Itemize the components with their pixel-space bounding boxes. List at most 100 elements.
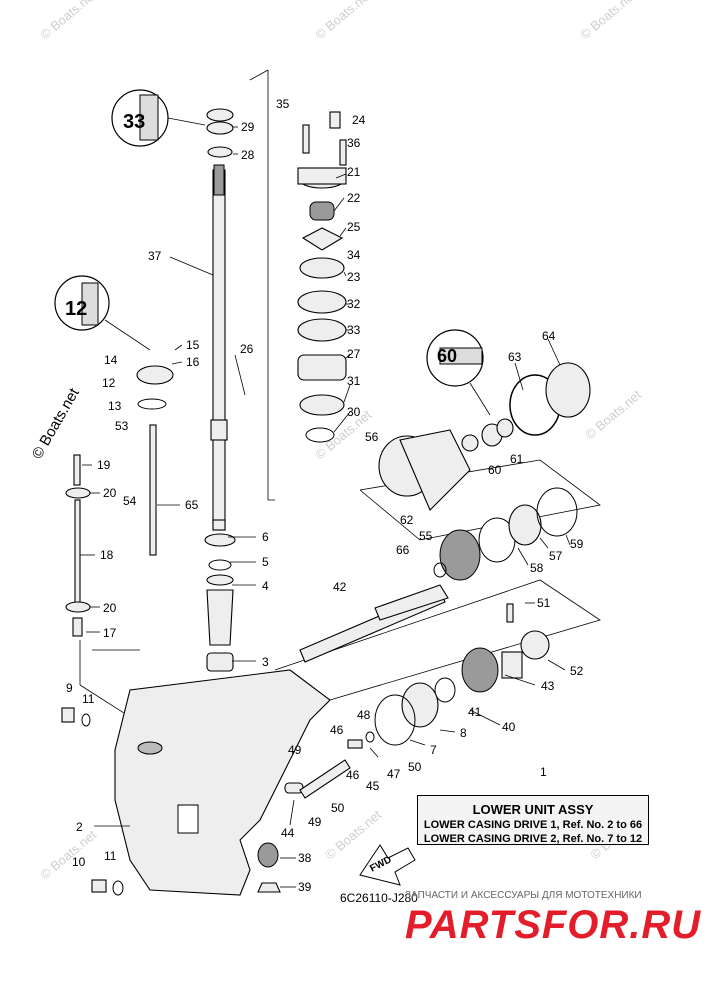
part-label: 18 — [100, 548, 114, 562]
water-pump-parts — [297, 111, 347, 443]
part-label: 41 — [468, 705, 482, 719]
legend-line: LOWER CASING DRIVE 1, Ref. No. 2 to 66 — [423, 819, 643, 831]
part-label: 3 — [262, 655, 269, 669]
part-label: 47 — [387, 767, 401, 781]
part-label: 50 — [408, 760, 422, 774]
part-label: 30 — [347, 405, 361, 419]
drive-shaft — [210, 164, 228, 531]
part-label: 26 — [240, 342, 254, 356]
part-label: 38 — [298, 851, 312, 865]
part-label: 25 — [347, 220, 361, 234]
fwd-arrow: FWD — [359, 844, 416, 886]
part-label: 44 — [281, 826, 295, 840]
part-label: 46 — [346, 768, 360, 782]
part-label: 24 — [352, 113, 366, 127]
part-label: 61 — [510, 452, 524, 466]
part-label: 46 — [330, 723, 344, 737]
svg-text:33: 33 — [123, 111, 145, 133]
part-label: 37 — [148, 249, 162, 263]
watermark-dark: © Boats.net — [29, 385, 83, 462]
part-label: 16 — [186, 355, 200, 369]
part-label: 52 — [570, 664, 584, 678]
svg-text:60: 60 — [437, 346, 457, 366]
part-label: 14 — [104, 353, 118, 367]
part-label: 39 — [298, 880, 312, 894]
leader-lines — [80, 126, 571, 888]
driveshaft-housing-parts — [204, 533, 236, 672]
part-label: 23 — [347, 270, 361, 284]
part-label: 6 — [262, 530, 269, 544]
part-label: 57 — [549, 549, 563, 563]
part-label: 28 — [241, 148, 255, 162]
watermark: © Boats.net — [37, 827, 99, 883]
part-label: 15 — [186, 338, 200, 352]
callout-60-61: 60 — [426, 329, 491, 416]
part-label: 42 — [333, 580, 347, 594]
part-label: 10 — [72, 855, 86, 869]
part-label: 34 — [347, 248, 361, 262]
part-label: 19 — [97, 458, 111, 472]
part-label: 27 — [347, 347, 361, 361]
callout-12-14: 12 — [54, 275, 151, 351]
watermark: © Boats.net — [312, 0, 374, 42]
legend-title: LOWER UNIT ASSY — [472, 802, 594, 817]
part-label: 36 — [347, 136, 361, 150]
part-label: 20 — [103, 601, 117, 615]
part-label: 11 — [104, 849, 117, 863]
part-label: 21 — [347, 165, 361, 179]
part-label: 48 — [357, 708, 371, 722]
watermark: © Boats.net — [37, 0, 99, 42]
part-label: 66 — [396, 543, 410, 557]
part-label: 20 — [103, 486, 117, 500]
part-label: 59 — [570, 537, 584, 551]
part-label: 65 — [185, 498, 199, 512]
part-label: 51 — [537, 596, 551, 610]
callout-29-30-33: 33 — [111, 89, 206, 147]
part-label: 49 — [308, 815, 322, 829]
part-label: 56 — [365, 430, 379, 444]
brand-tagline: ЗАПЧАСТИ И АКСЕССУАРЫ ДЛЯ МОТОТЕХНИКИ — [405, 890, 642, 901]
shift-rod-parts — [65, 365, 174, 637]
part-label: 12 — [102, 376, 116, 390]
part-label: 45 — [366, 779, 380, 793]
part-label: 63 — [508, 350, 522, 364]
part-label: 33 — [347, 323, 361, 337]
watermark: © Boats.net — [582, 387, 644, 443]
part-label: 35 — [276, 97, 290, 111]
part-label: 29 — [241, 120, 255, 134]
propeller-shaft-parts — [284, 362, 591, 799]
upper-bearing — [206, 108, 234, 158]
lower-casing — [61, 669, 331, 896]
watermark: © Boats.net — [577, 0, 639, 42]
part-label: 8 — [460, 726, 467, 740]
part-label: 2 — [76, 820, 83, 834]
part-label: 54 — [123, 494, 137, 508]
part-label: 5 — [262, 555, 269, 569]
part-label: 62 — [400, 513, 414, 527]
part-label: 50 — [331, 801, 345, 815]
part-label: 4 — [262, 579, 269, 593]
part-label: 43 — [541, 679, 555, 693]
part-label: 53 — [115, 419, 129, 433]
part-label: 1 — [540, 765, 547, 779]
part-label: 58 — [530, 561, 544, 575]
part-label: 13 — [108, 399, 122, 413]
legend-box: LOWER UNIT ASSY LOWER CASING DRIVE 1, Re… — [417, 795, 649, 845]
part-number-labels: 1 2 3 4 5 6 7 8 9 10 11 11 12 13 14 15 1… — [66, 97, 584, 894]
part-label: 32 — [347, 297, 361, 311]
part-label: 31 — [347, 374, 361, 388]
diagram-code: 6C26110-J280 — [340, 891, 418, 905]
brand-banner[interactable]: ЗАПЧАСТИ И АКСЕССУАРЫ ДЛЯ МОТОТЕХНИКИ PA… — [405, 890, 705, 947]
brand-logo[interactable]: PARTSFOR.RU — [405, 903, 702, 947]
part-label: 40 — [502, 720, 516, 734]
part-label: 17 — [103, 626, 117, 640]
svg-text:12: 12 — [65, 298, 87, 320]
part-label: 11 — [82, 692, 95, 706]
part-label: 64 — [542, 329, 556, 343]
part-label: 7 — [430, 743, 437, 757]
part-label: 49 — [288, 743, 302, 757]
part-label: 9 — [66, 681, 73, 695]
part-label: 22 — [347, 191, 361, 205]
legend-line: LOWER CASING DRIVE 2, Ref. No. 7 to 12 — [423, 833, 643, 845]
